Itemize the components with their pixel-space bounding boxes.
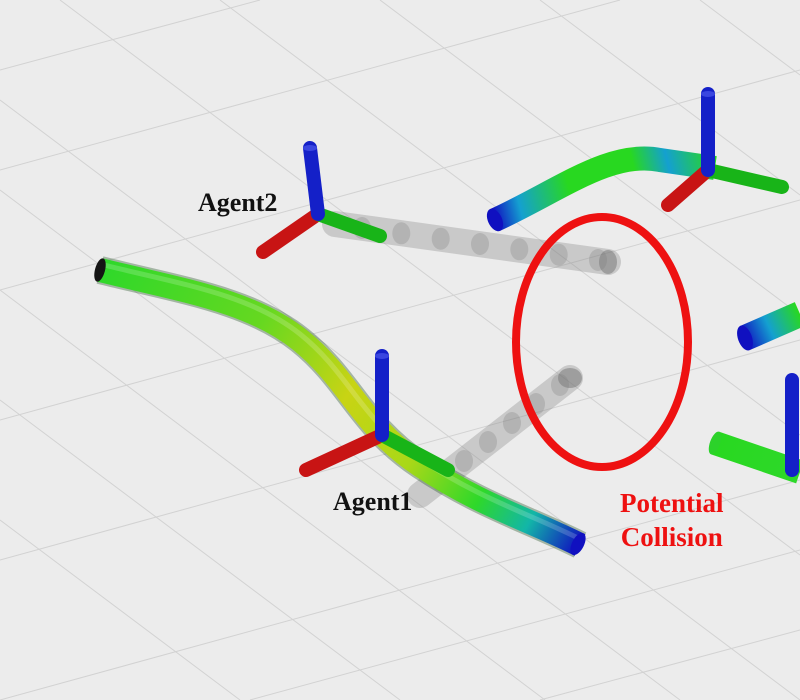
agent1-axis-frame bbox=[299, 349, 455, 477]
agent1-ghost-sample bbox=[479, 431, 497, 453]
agent1-label: Agent1 bbox=[333, 487, 413, 516]
agent1-ghost-sample bbox=[551, 374, 569, 396]
agent2-axis-frame bbox=[256, 141, 387, 259]
agent1-trajectory-tube bbox=[94, 256, 587, 558]
agent1-ghost-sample bbox=[503, 412, 521, 434]
agent2-ghost-sample bbox=[589, 249, 607, 271]
other-agent-trajectory-right-low bbox=[708, 373, 800, 484]
agent2-ghost-sample bbox=[549, 243, 568, 266]
other-agent-trajectory-right-mid bbox=[737, 302, 800, 351]
collision-label: Potential Collision bbox=[620, 487, 723, 555]
collision-label-line1: Potential bbox=[620, 488, 724, 518]
agent-axis-frame-top-right bbox=[661, 87, 789, 212]
agent1-ghost-sample bbox=[455, 450, 473, 472]
agent2-ghost-sample bbox=[471, 233, 489, 255]
agent2-label: Agent2 bbox=[198, 188, 278, 217]
collision-ellipse bbox=[512, 213, 692, 471]
collision-label-line2: Collision bbox=[620, 521, 723, 552]
agent2-ghost-sample bbox=[392, 222, 411, 245]
agent2-ghost-sample bbox=[431, 227, 450, 250]
other-agent-trajectory-top-right bbox=[486, 146, 733, 232]
agent2-ghost-sample bbox=[510, 238, 529, 261]
